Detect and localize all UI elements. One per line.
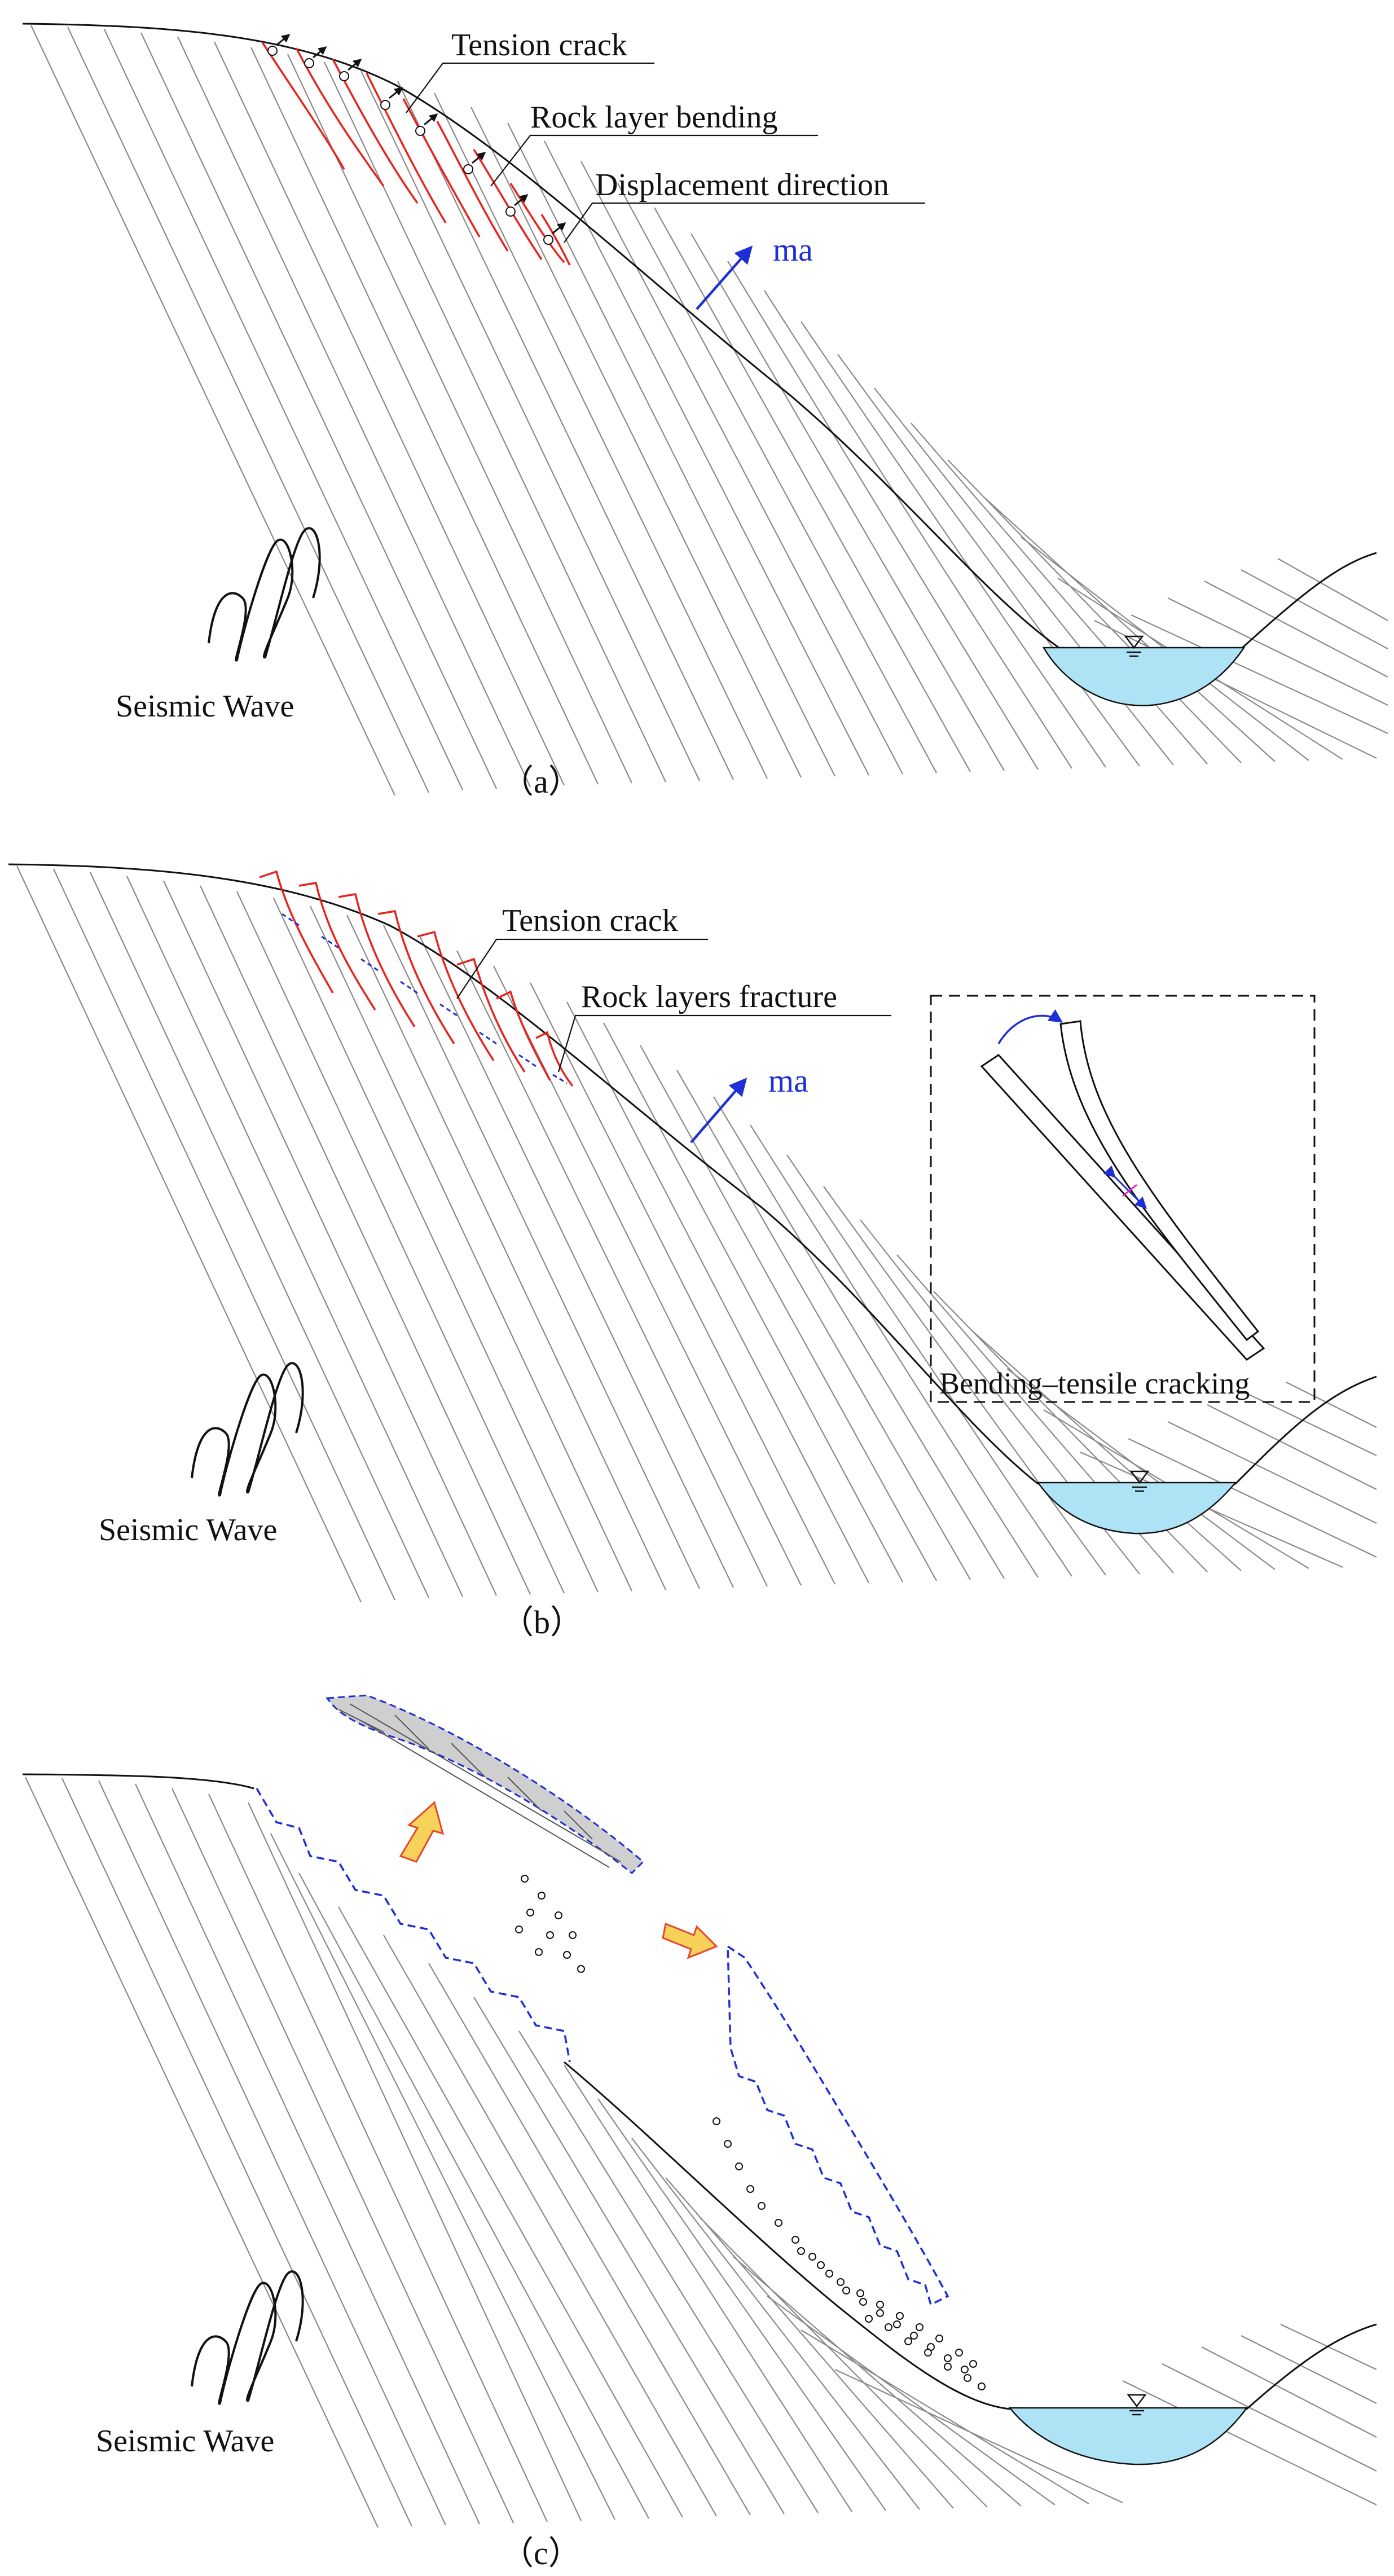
panel-c-failure-surface [256, 1788, 571, 2063]
panel-b-water-level-marker [1129, 1470, 1150, 1492]
panel-b-ma-label: ma [768, 1062, 808, 1099]
panel-a-ma-arrow [696, 245, 753, 310]
panel-b-ma-arrow [690, 1078, 747, 1144]
panel-c-slide-arrow [662, 1922, 718, 1959]
panel-c-seismic-wave-label: Seismic Wave [96, 2424, 274, 2459]
panel-b-rock-layers-fracture-label: Rock layers fracture [581, 979, 837, 1014]
panel-c-uplift-arrow [399, 1801, 445, 1863]
panel-b-inset: Bending–tensile cracking [930, 995, 1316, 1403]
panel-b-inset-tension-arrow [1103, 1165, 1147, 1209]
panel-b-ground-surface [8, 863, 1377, 1485]
panel-b-crack-tips [282, 913, 568, 1084]
panel-c-seismic-wave-icon [191, 2270, 304, 2405]
panel-c-motion-arrows [399, 1801, 718, 1959]
panel-b-river [1036, 1482, 1237, 1535]
panel-c-strata [25, 1777, 1377, 2528]
panel-b-inset-tilted-layer [1059, 1020, 1260, 1342]
panel-a-water-level-marker [1124, 635, 1144, 657]
panel-b-seismic-wave-icon [191, 1362, 304, 1497]
panel-b: Tension crack Rock layers fracture ma Be… [8, 863, 1377, 1641]
panel-c-water-level-marker [1127, 2394, 1147, 2416]
panel-a-tension-crack-label: Tension crack [451, 28, 627, 63]
panel-a-leaders [406, 62, 925, 243]
panel-b-leaders [456, 938, 891, 1072]
panel-b-tension-crack-label: Tension crack [502, 903, 678, 938]
panel-a-seismic-wave-label: Seismic Wave [116, 689, 294, 724]
panel-c-ejected-block [326, 1694, 645, 1875]
panel-b-strata [16, 865, 1377, 1603]
panel-a-river [1042, 647, 1246, 706]
panel-c-sliding-mass-outline [727, 1944, 949, 2306]
panel-c-caption: （c） [501, 2535, 581, 2571]
panel-a-displacement-arrows [276, 34, 566, 235]
panel-a-caption: （a） [501, 763, 581, 800]
panel-c-ground-surface [22, 1773, 1377, 2410]
panel-a-seismic-wave-icon [208, 527, 321, 662]
panel-c-debris [515, 1875, 986, 2390]
panel-b-inset-rotation-arrow [997, 1009, 1063, 1044]
panel-c: Seismic Wave （c） [22, 1694, 1377, 2571]
panel-a-displacement-direction-label: Displacement direction [595, 168, 889, 203]
panel-b-inset-crack-mark [1122, 1184, 1137, 1197]
panel-b-caption: （b） [501, 1604, 583, 1641]
panel-b-fractured-layers [259, 870, 574, 1087]
panel-a-rock-layer-bending-label: Rock layer bending [530, 100, 778, 135]
panel-a-ma-label: ma [773, 231, 813, 268]
panel-a-displacement-markers [267, 46, 553, 245]
panel-b-seismic-wave-label: Seismic Wave [99, 1513, 277, 1548]
panel-c-river [1008, 2407, 1248, 2465]
panel-b-inset-frame [930, 995, 1316, 1403]
panel-a-crack-lines [261, 42, 571, 266]
panel-b-inset-label: Bending–tensile cracking [939, 1366, 1250, 1400]
panel-a: Tension crack Rock layer bending Displac… [22, 23, 1388, 800]
panel-b-inset-bent-layer [980, 1054, 1265, 1361]
